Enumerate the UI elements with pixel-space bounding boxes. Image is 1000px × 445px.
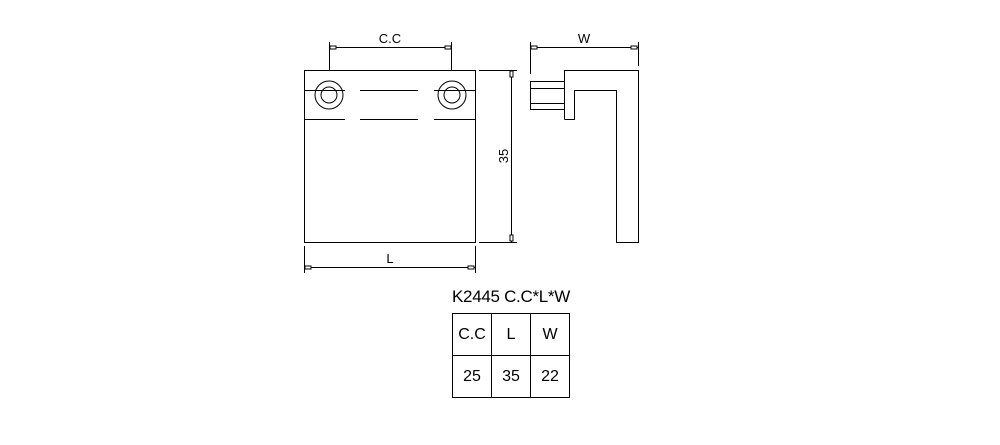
left-mount-hole (314, 80, 344, 110)
side-view-outline (530, 70, 639, 243)
height-label: 35 (496, 149, 511, 163)
width-dimension (530, 42, 639, 74)
width-label: W (578, 31, 591, 46)
right-mount-hole (437, 80, 467, 110)
table-value-row: 25 35 22 (452, 355, 570, 398)
spec-table: C.C L W 25 35 22 (452, 313, 570, 398)
cc-dimension (329, 42, 452, 70)
value-l: 35 (491, 355, 531, 398)
value-cc: 25 (452, 355, 492, 398)
model-title: K2445 C.C*L*W (452, 287, 570, 306)
front-feature-lines (304, 90, 475, 120)
cc-label: C.C (379, 31, 401, 46)
length-label: L (386, 251, 393, 266)
table-header-row: C.C L W (452, 313, 570, 356)
length-dimension (304, 246, 476, 273)
front-view-outline (304, 70, 476, 243)
height-dimension (479, 70, 517, 243)
header-cc: C.C (452, 313, 492, 356)
value-w: 22 (530, 355, 570, 398)
header-l: L (491, 313, 531, 356)
header-w: W (530, 313, 570, 356)
